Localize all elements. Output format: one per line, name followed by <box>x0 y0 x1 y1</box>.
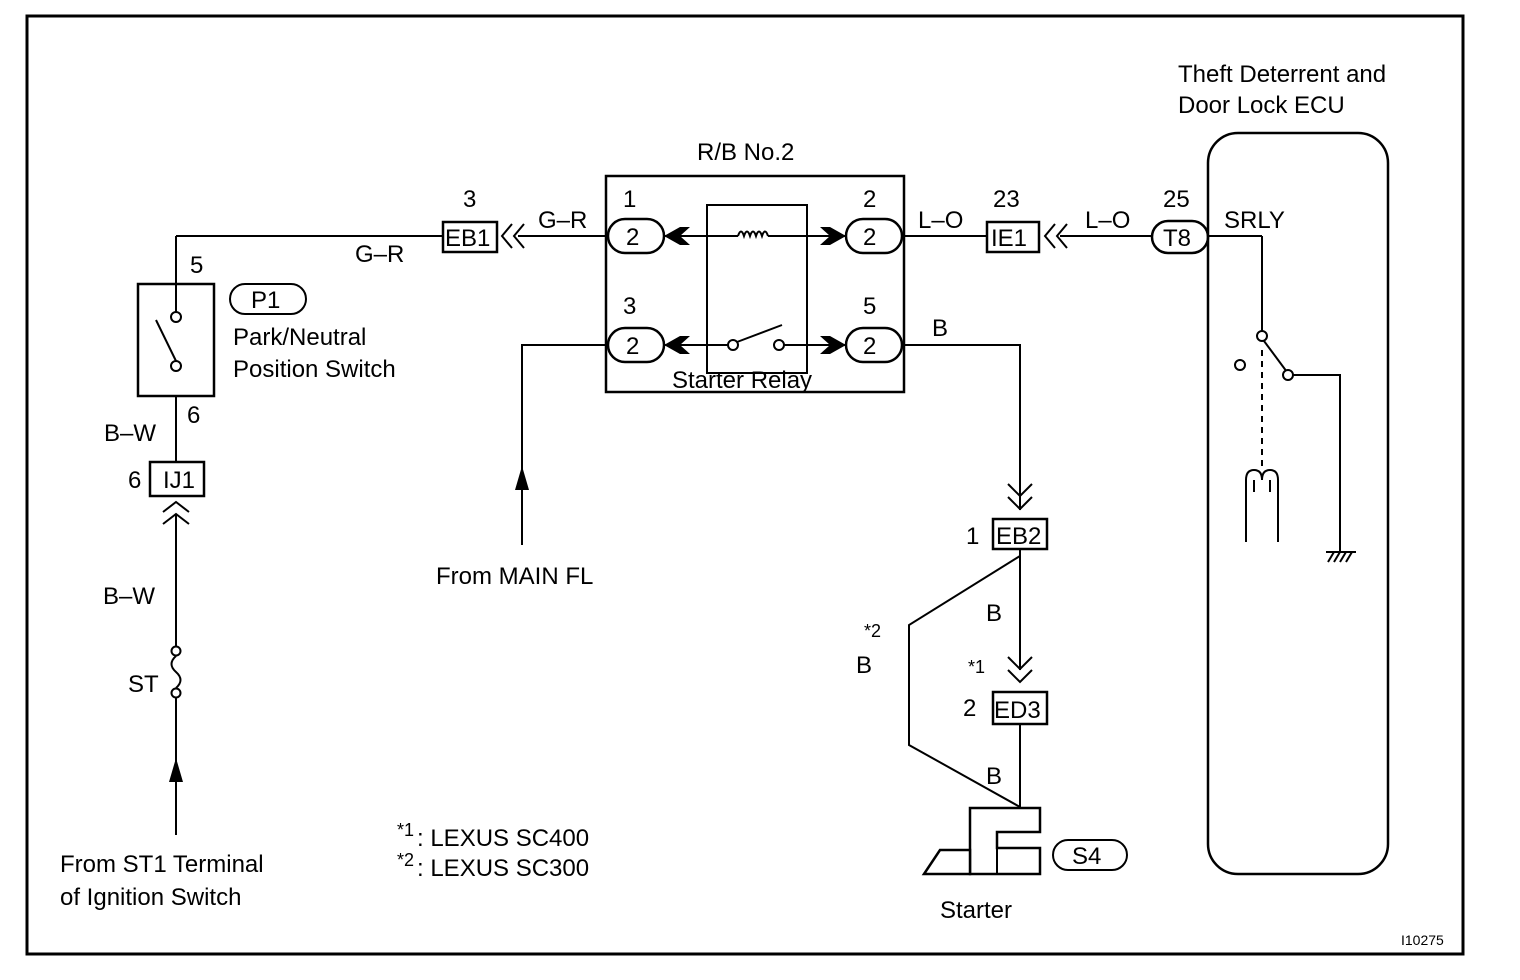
switch-contact-icon <box>170 311 182 323</box>
mark-star2: *2 <box>864 621 881 641</box>
rb-pin1-inner: 2 <box>626 224 639 251</box>
connector-ij1-name: IJ1 <box>163 467 195 494</box>
source-arrow-icon <box>515 466 529 490</box>
note2-text: : LEXUS SC300 <box>417 855 589 882</box>
wire-lo-a: L–O <box>918 207 963 234</box>
rb-pin5-number: 5 <box>863 293 876 320</box>
rb-pin3-number: 3 <box>623 293 636 320</box>
ecu-terminal-srly: SRLY <box>1224 207 1285 234</box>
rb-pin5-inner: 2 <box>863 333 876 360</box>
starter-relay-label: Starter Relay <box>672 367 812 394</box>
fuse-icon <box>170 655 182 689</box>
connector-eb1-name: EB1 <box>445 225 490 252</box>
connector-eb2-name: EB2 <box>996 523 1041 550</box>
pn-label-line2: Position Switch <box>233 356 396 383</box>
wire-bw-a: B–W <box>104 420 156 447</box>
ecu-contact-icon <box>1282 369 1294 381</box>
source-main-fl: From MAIN FL <box>436 563 593 590</box>
rb-pin2-inner: 2 <box>863 224 876 251</box>
wire-b-mid: B <box>986 600 1002 627</box>
connector-chevron-icon <box>1043 223 1068 249</box>
starter-code-badge <box>1052 839 1128 871</box>
rb-pin1-number: 1 <box>623 186 636 213</box>
connector-t8-pin: 25 <box>1163 186 1190 213</box>
pn-pin5: 5 <box>190 252 203 279</box>
pn-pin6: 6 <box>187 402 200 429</box>
wire-lo-b: L–O <box>1085 207 1130 234</box>
pn-label-line1: Park/Neutral <box>233 324 366 351</box>
wire-b-alt: B <box>856 652 872 679</box>
connector-ed3-pin: 2 <box>963 695 976 722</box>
relay-coil-icon <box>737 230 769 240</box>
fuse-terminal-icon <box>170 687 182 699</box>
connector-chevron-icon <box>500 223 525 249</box>
rb-title: R/B No.2 <box>697 139 794 166</box>
connector-chevron-icon <box>1007 656 1033 684</box>
wire-gr-b: G–R <box>355 241 404 268</box>
source-st1-line1: From ST1 Terminal <box>60 851 264 878</box>
connector-chevron-icon <box>1007 483 1033 511</box>
relay-contact-icon <box>727 339 739 351</box>
wire-bw-b: B–W <box>103 583 155 610</box>
relay-contact-icon <box>773 339 785 351</box>
ground-icon <box>1326 551 1356 563</box>
connector-eb1-pin: 3 <box>463 186 476 213</box>
terminal-arrow-icon <box>820 227 846 245</box>
mark-star1: *1 <box>968 657 985 677</box>
connector-ie1-pin: 23 <box>993 186 1020 213</box>
starter-relay-box <box>706 204 808 374</box>
starter-label: Starter <box>940 897 1012 924</box>
fuse-terminal-icon <box>170 645 182 657</box>
switch-contact-icon <box>170 360 182 372</box>
source-arrow-icon <box>169 758 183 782</box>
pn-code-badge <box>229 283 307 315</box>
starter-code: S4 <box>1072 843 1101 870</box>
connector-ie1 <box>985 220 1041 254</box>
terminal-arrow-icon <box>664 227 690 245</box>
diagram-frame <box>25 14 1465 956</box>
connector-eb2-pin: 1 <box>966 523 979 550</box>
connector-t8-name: T8 <box>1163 225 1191 252</box>
connector-ed3-name: ED3 <box>994 697 1041 724</box>
fuse-label: ST <box>128 671 159 698</box>
pn-code: P1 <box>251 287 280 314</box>
source-st1-line2: of Ignition Switch <box>60 884 241 911</box>
rb-pin2-number: 2 <box>863 186 876 213</box>
note2-mark: *2 <box>397 850 414 870</box>
note1-text: : LEXUS SC400 <box>417 825 589 852</box>
ecu-contact-icon <box>1256 330 1268 342</box>
ecu-title-line2: Door Lock ECU <box>1178 92 1345 119</box>
rb-pin3-inner: 2 <box>626 333 639 360</box>
terminal-arrow-icon <box>820 336 846 354</box>
connector-ie1-name: IE1 <box>991 225 1027 252</box>
connector-ij1-pin: 6 <box>128 467 141 494</box>
note1-mark: *1 <box>397 820 414 840</box>
wire-b-low: B <box>986 763 1002 790</box>
ecu-box <box>1206 131 1390 876</box>
connector-ij1 <box>148 460 206 498</box>
ecu-contact-icon <box>1234 359 1246 371</box>
rb-box <box>604 174 906 394</box>
terminal-arrow-icon <box>664 336 690 354</box>
ecu-coil-icon <box>1245 468 1279 542</box>
wire-b-top: B <box>932 315 948 342</box>
starter-icon <box>921 806 1042 876</box>
wire-gr-a: G–R <box>538 207 587 234</box>
ecu-title-line1: Theft Deterrent and <box>1178 61 1386 88</box>
figure-id: I10275 <box>1401 932 1444 948</box>
